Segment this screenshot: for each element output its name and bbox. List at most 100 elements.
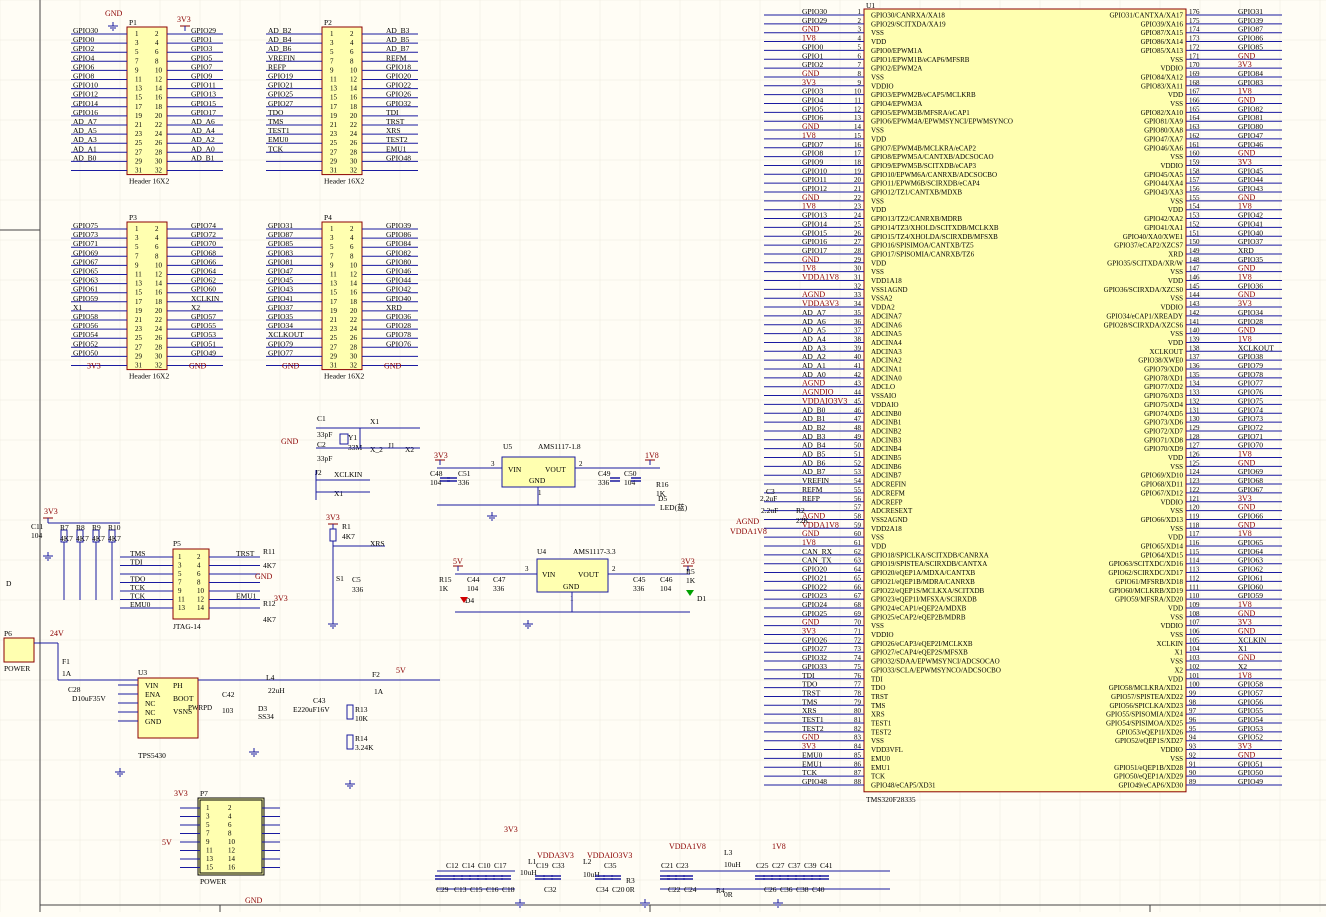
- pin-number: 3: [491, 460, 495, 468]
- pin-function: VSSA2: [871, 295, 893, 303]
- pin-function: GPIO85/XA13: [1141, 47, 1184, 55]
- header-caption: Header 16X2: [129, 177, 169, 186]
- pin-number: 5: [206, 821, 210, 829]
- pin-number: 7: [178, 579, 182, 587]
- net-label: TDO: [130, 575, 146, 584]
- pin-number: 153: [1189, 212, 1200, 220]
- capacitor-c33: [551, 875, 561, 880]
- net-label: GND: [1238, 520, 1256, 529]
- part-ref: C45: [633, 575, 646, 584]
- pin-number: 100: [1189, 681, 1200, 689]
- net-label: XCLKOUT: [1238, 343, 1274, 352]
- mcu-part: TMS320F28335: [866, 795, 916, 804]
- part-value: LED(蓝): [660, 502, 688, 512]
- pin-number: 15: [206, 864, 214, 872]
- pin-number: 112: [1189, 574, 1200, 582]
- net-label: 1V8: [772, 842, 786, 851]
- net-label: 3V3: [274, 594, 288, 603]
- pin-label: GND: [145, 717, 162, 726]
- pin-number: 26: [854, 229, 862, 237]
- pin-number: 6: [197, 570, 201, 578]
- pin-function: GPIO63/SCITXDC/XD16: [1109, 560, 1184, 568]
- part-ref: C17: [494, 861, 507, 870]
- pin-function: GPIO35/SCITXDA/XR/W: [1107, 259, 1183, 267]
- net-label: CAN_TX: [802, 556, 832, 565]
- net-label: GPIO69: [73, 248, 98, 257]
- resistor-r14: [346, 734, 354, 750]
- pin-function: ADCINB2: [871, 427, 902, 435]
- net-label: VDDA1V8: [802, 520, 839, 529]
- part-value: 1A: [374, 687, 384, 696]
- header-body: [321, 221, 363, 371]
- pin-number: 117: [1189, 530, 1200, 538]
- net-label: 1V8: [802, 34, 816, 43]
- net-label: GPIO4: [802, 96, 824, 105]
- gnd-symbol: [115, 768, 125, 777]
- net-label: GPIO70: [191, 239, 216, 248]
- buck-body: [137, 677, 199, 739]
- pin-number: 13: [330, 280, 338, 288]
- pin-function: GPIO73/XD6: [1144, 419, 1183, 427]
- pin-function: GPIO56/SPICLKA/XD23: [1109, 702, 1183, 710]
- pin-number: 1: [135, 225, 139, 233]
- pin-number: 10: [155, 66, 163, 74]
- pin-number: 161: [1189, 141, 1200, 149]
- pin-function: ADCINA4: [871, 339, 902, 347]
- part-ref: C2: [317, 440, 326, 449]
- pin-number: 31: [330, 167, 338, 175]
- net-label: AD_B5: [386, 35, 410, 44]
- pin-number: 8: [155, 57, 159, 65]
- pin-number: 75: [854, 663, 862, 671]
- net-label: GPIO10: [802, 166, 827, 175]
- pin-label: NC: [145, 708, 155, 717]
- pin-number: 29: [135, 157, 143, 165]
- part-value: 10K: [355, 714, 369, 723]
- net-label: 1V8: [802, 264, 816, 273]
- net-label: GPIO32: [802, 653, 827, 662]
- pin-number: 7: [135, 252, 139, 260]
- pin-number: 15: [135, 289, 143, 297]
- pin-function: GPIO34/eCAP1/XREADY: [1106, 312, 1183, 320]
- pin-number: 6: [155, 243, 159, 251]
- net-label: GND: [1238, 627, 1256, 636]
- net-label: TRST: [236, 549, 255, 558]
- part-value: 104: [430, 478, 442, 487]
- part-value: POWER: [4, 664, 30, 673]
- pin-function: GPIO30/CANRXA/XA18: [871, 12, 945, 20]
- net-label: GPIO67: [1238, 485, 1263, 494]
- pin-number: 156: [1189, 185, 1200, 193]
- pin-function: GPIO0/EPWM1A: [871, 47, 922, 55]
- pin-number: 162: [1189, 132, 1200, 140]
- pin-number: 139: [1189, 335, 1200, 343]
- net-label: GPIO45: [268, 276, 293, 285]
- pin-number: 13: [178, 604, 186, 612]
- net-label: GPIO1: [802, 51, 824, 60]
- net-label: GPIO47: [1238, 131, 1263, 140]
- pin-function: GPIO66/XD13: [1141, 516, 1184, 524]
- pin-number: 14: [854, 123, 862, 131]
- pin-number: 145: [1189, 282, 1200, 290]
- net-label: GPIO68: [191, 248, 216, 257]
- net-label: GPIO9: [802, 157, 824, 166]
- pin-number: 120: [1189, 504, 1200, 512]
- net-label: GPIO66: [1238, 511, 1263, 520]
